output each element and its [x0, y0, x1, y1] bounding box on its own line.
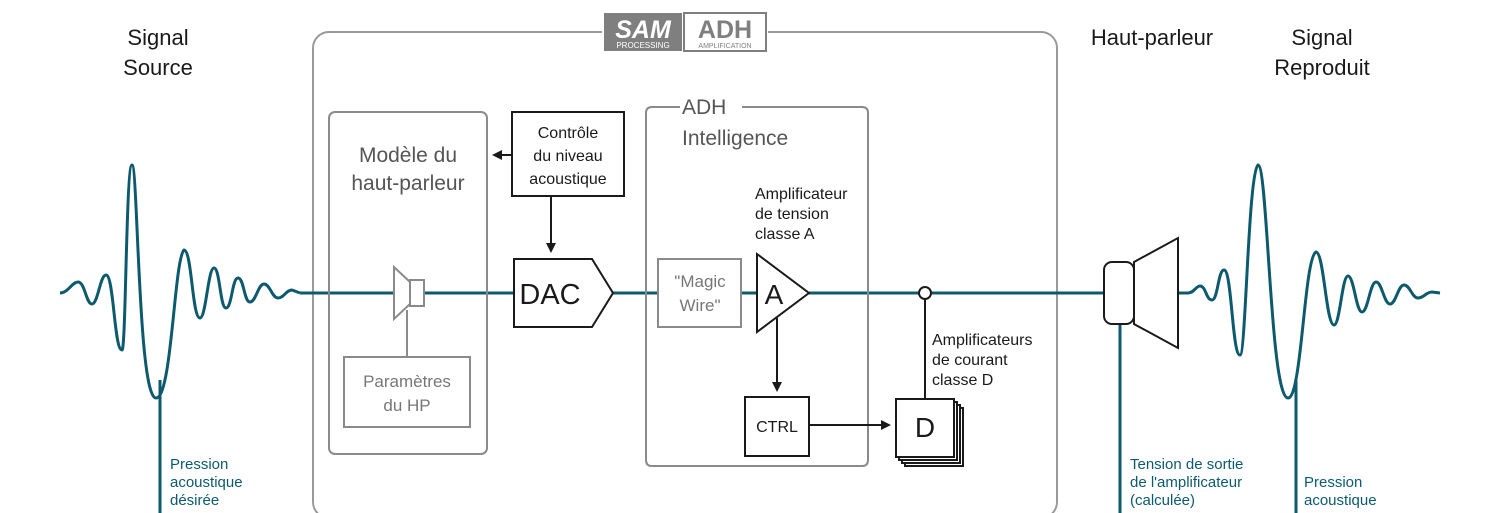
speaker-model-box	[328, 111, 488, 455]
amp-a-symbol: A	[765, 279, 784, 310]
amp-a-line2: de tension	[755, 206, 829, 223]
source-waveform	[59, 163, 301, 400]
pressure-line1: Pression	[1304, 474, 1362, 491]
reproduced-waveform	[1187, 163, 1441, 400]
magic-wire-line1: "Magic	[674, 272, 726, 291]
amp-a-line1: Amplificateur	[755, 186, 848, 203]
small-speaker-icon	[393, 264, 425, 322]
adh-title-line2: Intelligence	[682, 127, 788, 150]
logo-adh: ADH	[698, 16, 752, 44]
amp-d-line3: classe D	[932, 372, 993, 389]
level-control-line3: acoustique	[529, 171, 606, 188]
reproduced-label-line1: Signal	[1291, 25, 1352, 50]
params-line1: Paramètres	[363, 372, 451, 391]
dac-block	[513, 258, 615, 328]
desired-line3: désirée	[170, 492, 219, 509]
ctrl-label: CTRL	[756, 419, 798, 436]
loudspeaker-icon	[1103, 236, 1179, 350]
logo-sam: SAM	[615, 16, 672, 44]
level-control-line1: Contrôle	[538, 125, 599, 142]
pressure-line2: acoustique	[1304, 492, 1377, 509]
dac-label: DAC	[519, 279, 580, 311]
logo-amplification: AMPLIFICATION	[698, 43, 751, 50]
junction-node	[918, 286, 932, 300]
amp-d-line1: Amplificateurs	[932, 332, 1032, 349]
adh-title-line1: ADH	[682, 96, 726, 119]
ctrl-box	[744, 396, 810, 457]
logo-processing: PROCESSING	[616, 41, 669, 50]
model-title-line2: haut-parleur	[351, 172, 464, 195]
reproduced-label-line2: Reproduit	[1274, 55, 1369, 80]
params-box	[343, 356, 471, 428]
level-control-box	[511, 111, 625, 197]
sam-adh-logo: SAM PROCESSING ADH AMPLIFICATION	[602, 12, 768, 52]
output-line3: (calculée)	[1130, 492, 1195, 509]
amp-d-line2: de courant	[932, 352, 1008, 369]
desired-line2: acoustique	[170, 474, 243, 491]
source-label-line2: Source	[123, 55, 193, 80]
source-label-line1: Signal	[127, 25, 188, 50]
amp-a-line3: classe A	[755, 226, 815, 243]
amp-d-stack	[895, 398, 964, 467]
amp-a-triangle	[756, 252, 811, 334]
amp-d-symbol: D	[915, 412, 935, 443]
output-line1: Tension de sortie	[1130, 456, 1243, 473]
adh-intelligence-box	[645, 106, 869, 467]
speaker-label: Haut-parleur	[1091, 25, 1213, 50]
params-line2: du HP	[383, 396, 430, 415]
magic-wire-box	[657, 258, 742, 328]
desired-line1: Pression	[170, 456, 228, 473]
magic-wire-line2: Wire"	[680, 296, 721, 315]
model-title-line1: Modèle du	[359, 144, 457, 167]
level-control-line2: du niveau	[533, 148, 602, 165]
output-line2: de l'amplificateur	[1130, 474, 1242, 491]
